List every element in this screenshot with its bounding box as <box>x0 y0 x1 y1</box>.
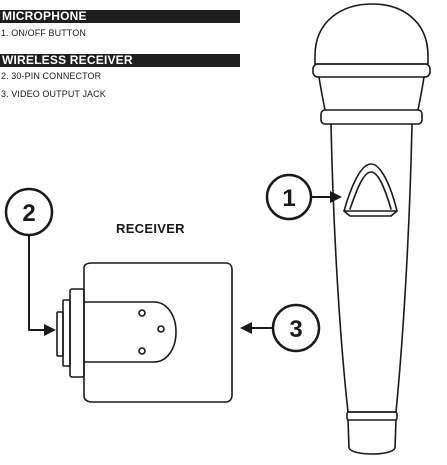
on-off-button <box>343 163 398 212</box>
microphone-heading: MICROPHONE <box>0 10 240 23</box>
30-pin-connector <box>56 288 85 378</box>
receiver-led-dot <box>138 347 146 355</box>
receiver-device <box>83 262 233 403</box>
receiver-face-plate <box>83 301 177 363</box>
legend-item-video-output-jack: 3. VIDEO OUTPUT JACK <box>1 89 106 99</box>
microphone-ring-top <box>312 63 431 78</box>
callout-2 <box>4 187 56 336</box>
callout-number-2: 2 <box>22 200 35 227</box>
legend-item-on-off-button: 1. ON/OFF BUTTON <box>1 28 86 38</box>
receiver-housing <box>83 262 233 403</box>
microphone-ring-bottom <box>320 109 423 125</box>
callout-3 <box>240 303 321 353</box>
receiver-title: RECEIVER <box>116 221 185 236</box>
microphone-body <box>330 123 413 413</box>
microphone-band <box>346 411 398 421</box>
wireless-receiver-heading: WIRELESS RECEIVER <box>0 54 240 67</box>
microphone <box>312 3 431 455</box>
callout-1 <box>265 173 342 221</box>
receiver-led-dot <box>157 325 165 333</box>
microphone-base <box>347 419 397 455</box>
receiver-led-dot <box>138 309 146 317</box>
callout-number-1: 1 <box>282 185 295 212</box>
microphone-grille <box>314 3 429 65</box>
legend-item-30-pin-connector: 2. 30-PIN CONNECTOR <box>1 71 102 81</box>
callout-number-3: 3 <box>289 316 302 343</box>
